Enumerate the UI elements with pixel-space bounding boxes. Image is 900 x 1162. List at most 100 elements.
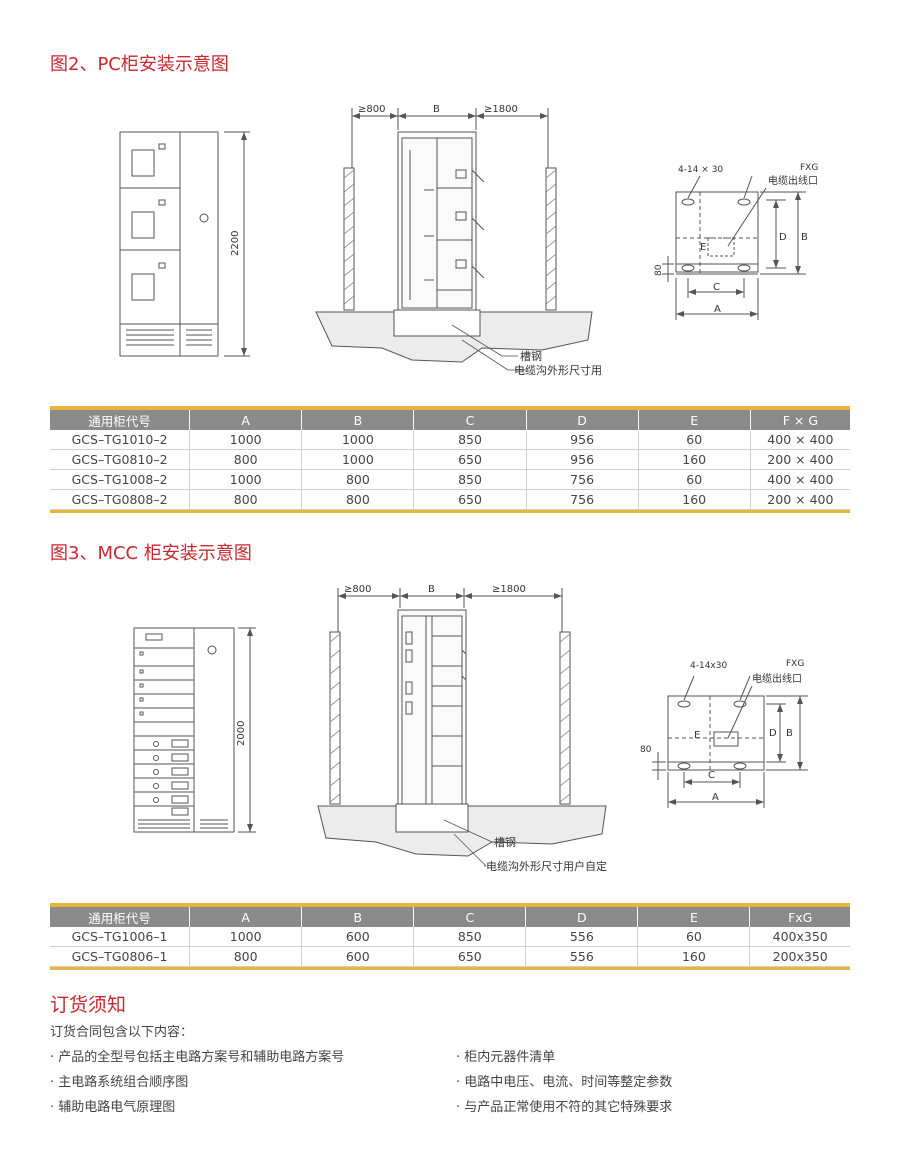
table-header-cell: A <box>189 410 303 430</box>
table-header-cell: B <box>301 907 415 927</box>
pc-base-80: 80 <box>654 264 664 276</box>
pc-height-label: 2200 <box>230 231 241 256</box>
pc-trench-note: 电缆沟外形尺寸用户自定 <box>514 363 602 377</box>
table-cell: 1000 <box>189 927 303 947</box>
mcc-trench-note: 电缆沟外形尺寸用户自定 <box>486 859 607 873</box>
table-cell: 956 <box>526 449 639 470</box>
table-header-cell: C <box>413 907 527 927</box>
table-header-cell: C <box>413 410 527 430</box>
order-left-notes: 订货合同包含以下内容： · 产品的全型号包括主电路方案号和辅助电路方案号 · 主… <box>50 1020 344 1120</box>
table-cell: GCS–TG1008–2 <box>50 469 191 490</box>
table-header-cell: 通用柜代号 <box>50 410 191 430</box>
pc-base-fxg: FXG <box>800 163 818 173</box>
order-item: · 电路中电压、电流、时间等整定参数 <box>456 1075 673 1090</box>
table-cell: 600 <box>301 946 415 967</box>
pc-base-outlet: 电缆出线口 <box>768 174 818 187</box>
pc-channel-steel-label: 槽钢 <box>520 350 542 363</box>
table-cell: 200 × 400 <box>750 489 850 510</box>
pc-left-clearance: ≥800 <box>358 104 385 115</box>
pc-install-side-view: ≥800 B ≥1800 槽钢 电缆沟外形尺寸用户自定 <box>315 104 602 377</box>
table-header-cell: E <box>638 410 751 430</box>
table-header-cell: D <box>526 410 639 430</box>
table-cell: 800 <box>301 489 415 510</box>
table-cell: 850 <box>413 927 527 947</box>
mcc-base-e: E <box>694 730 700 741</box>
table-cell: 1000 <box>189 430 303 450</box>
table-header-cell: E <box>637 907 751 927</box>
section2-title: 图3、MCC 柜安装示意图 <box>50 543 252 564</box>
order-right-notes: · 柜内元器件清单 · 电路中电压、电流、时间等整定参数 · 与产品正常使用不符… <box>456 1045 672 1120</box>
table-cell: 850 <box>413 469 527 490</box>
table-cell: 650 <box>413 449 527 470</box>
mcc-width-label: B <box>428 584 435 595</box>
table-cell: 200 × 400 <box>750 449 850 470</box>
table-header-cell: B <box>301 410 415 430</box>
table-cell: GCS–TG0810–2 <box>50 449 191 470</box>
table-cell: 756 <box>526 469 639 490</box>
order-item: · 产品的全型号包括主电路方案号和辅助电路方案号 <box>50 1050 345 1065</box>
pc-base-e: E <box>700 242 706 253</box>
pc-base-d: D <box>779 232 787 243</box>
table-cell: 60 <box>638 430 751 450</box>
table-cell: 756 <box>526 489 639 510</box>
table-header-cell: 通用柜代号 <box>50 907 191 927</box>
pc-base-a: A <box>714 304 721 315</box>
mcc-base-outlet: 电缆出线口 <box>752 672 802 685</box>
table-cell: 800 <box>189 946 303 967</box>
order-title: 订货须知 <box>50 994 127 1016</box>
table-cell: 160 <box>638 489 751 510</box>
table-cell: GCS–TG0806–1 <box>50 946 191 967</box>
mcc-base-a: A <box>712 792 719 803</box>
table-cell: 800 <box>189 489 303 510</box>
mcc-height-label: 2000 <box>236 721 247 746</box>
table-cell: 160 <box>637 946 751 967</box>
pc-right-clearance: ≥1800 <box>484 104 518 115</box>
section1-title: 图2、PC柜安装示意图 <box>50 54 229 75</box>
order-intro: 订货合同包含以下内容： <box>50 1025 194 1040</box>
table-cell: 160 <box>638 449 751 470</box>
table-cell: GCS–TG1006–1 <box>50 927 191 947</box>
pc-base-b: B <box>801 232 808 243</box>
mcc-channel-steel-label: 槽钢 <box>494 836 516 849</box>
table-header-cell: D <box>525 907 639 927</box>
mcc-base-80: 80 <box>640 745 652 755</box>
mcc-cabinet-front-view: 2000 <box>133 627 256 833</box>
table-cell: 400 × 400 <box>750 469 850 490</box>
table-cell: GCS–TG0808–2 <box>50 489 191 510</box>
order-item: · 与产品正常使用不符的其它特殊要求 <box>456 1100 673 1115</box>
mcc-right-clearance: ≥1800 <box>492 584 526 595</box>
table-cell: 1000 <box>189 469 303 490</box>
mcc-base-fxg: FXG <box>786 659 804 669</box>
table-cell: 200x350 <box>749 946 850 967</box>
table-header-cell: F × G <box>750 410 850 430</box>
table-header-cell: A <box>189 907 303 927</box>
pc-width-label: B <box>433 104 440 115</box>
table-cell: 650 <box>413 489 527 510</box>
mcc-install-side-view: ≥800 B ≥1800 槽钢 电缆沟外形尺寸用户自定 <box>317 584 607 873</box>
mcc-base-d: D <box>769 728 777 739</box>
table-cell: 1000 <box>301 449 415 470</box>
mcc-left-clearance: ≥800 <box>344 584 371 595</box>
order-item: · 柜内元器件清单 <box>456 1050 556 1065</box>
pc-base-holes: 4-14 × 30 <box>678 165 723 175</box>
table-cell: 400 × 400 <box>750 430 850 450</box>
order-item: · 主电路系统组合顺序图 <box>50 1075 189 1090</box>
table-cell: 956 <box>526 430 639 450</box>
table-cell: 800 <box>189 449 303 470</box>
table-header-cell: FxG <box>749 907 850 927</box>
pc-base-c: C <box>713 282 720 293</box>
table-cell: 556 <box>525 946 639 967</box>
mcc-base-holes: 4-14x30 <box>690 661 727 671</box>
pc-cabinet-front-view: 2200 <box>119 131 250 357</box>
order-item: · 辅助电路电气原理图 <box>50 1100 176 1115</box>
mcc-base-b: B <box>786 728 793 739</box>
table-cell: 60 <box>638 469 751 490</box>
table-cell: 556 <box>525 927 639 947</box>
